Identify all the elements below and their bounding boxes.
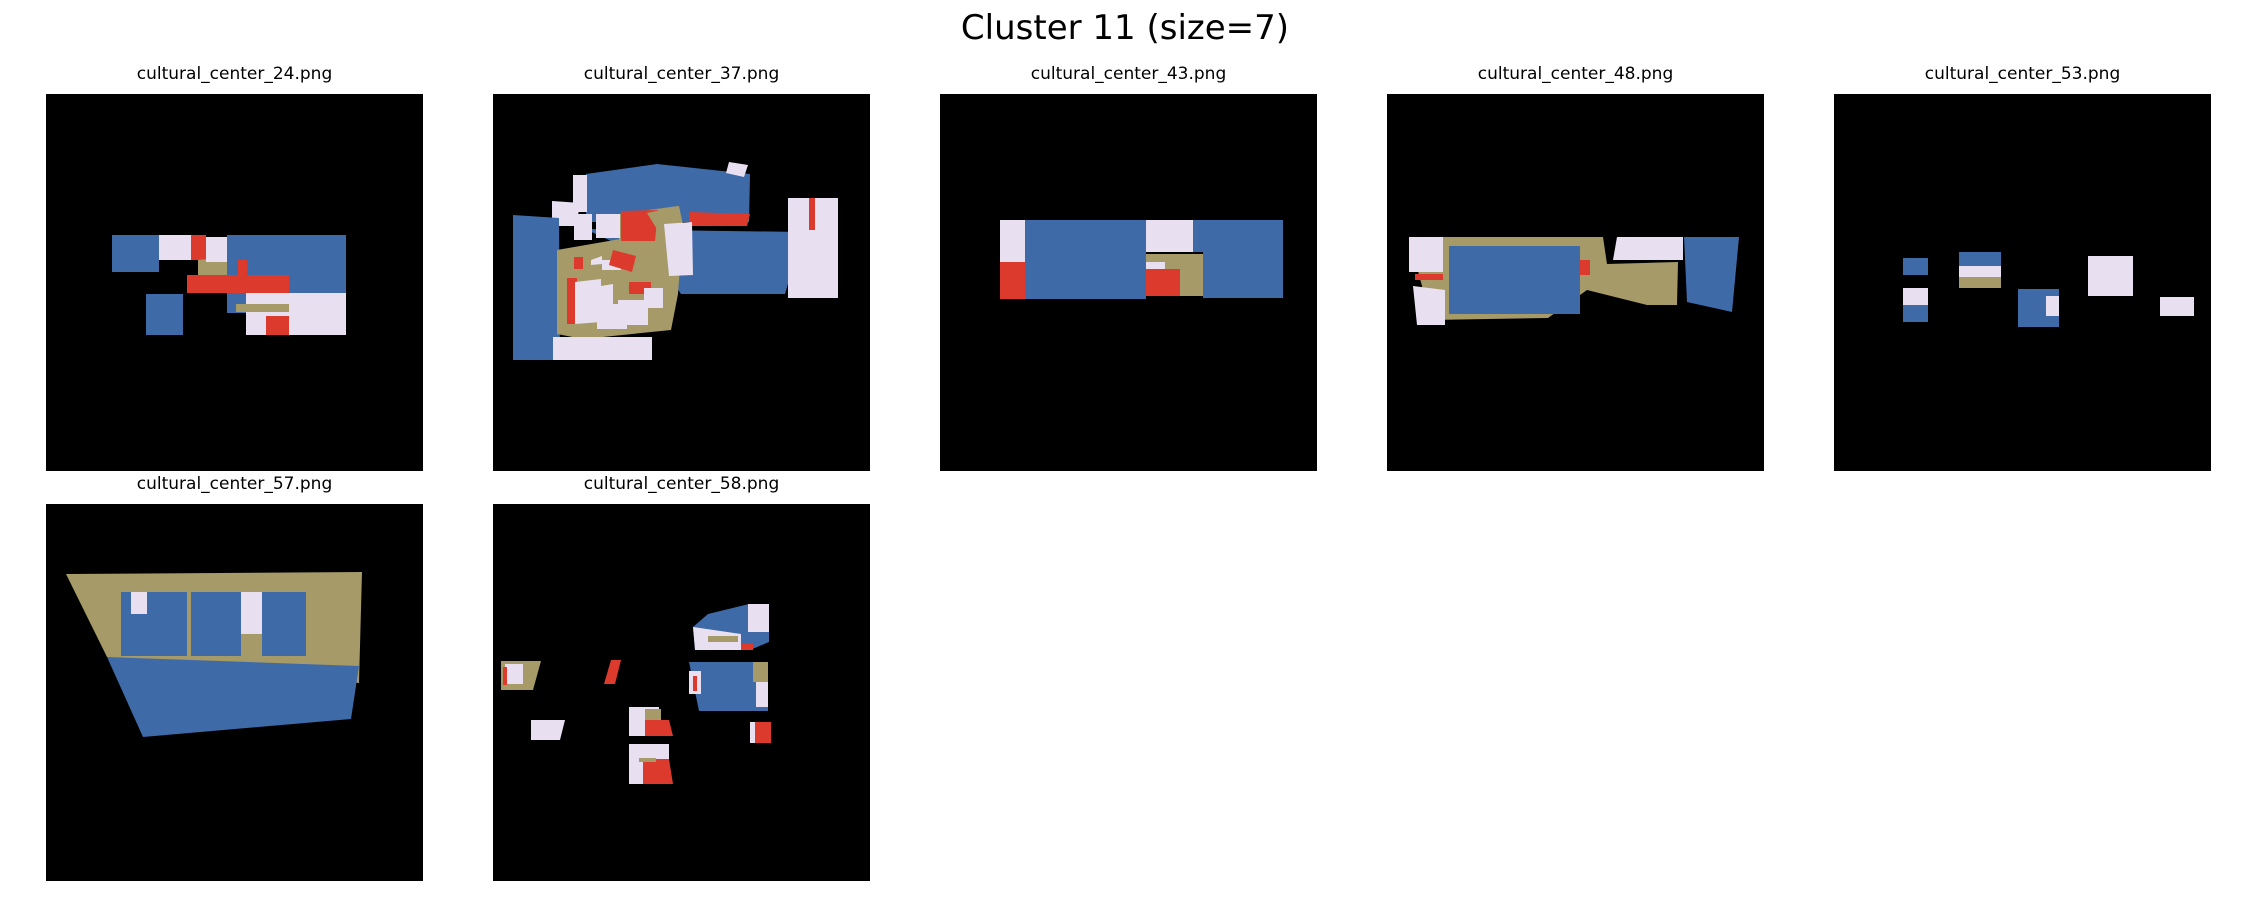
panel-filename: cultural_center_53.png xyxy=(1924,64,2121,84)
figure-title: Cluster 11 (size=7) xyxy=(960,8,1290,48)
panel-filename: cultural_center_57.png xyxy=(136,474,333,494)
floorplan-image xyxy=(1387,94,1764,471)
panel-filename: cultural_center_37.png xyxy=(583,64,780,84)
panel-filename: cultural_center_24.png xyxy=(136,64,333,84)
floorplan-image xyxy=(493,504,870,881)
panel-filename: cultural_center_58.png xyxy=(583,474,780,494)
panel-filename: cultural_center_48.png xyxy=(1477,64,1674,84)
floorplan-image xyxy=(493,94,870,471)
floorplan-image xyxy=(46,504,423,881)
floorplan-image xyxy=(1834,94,2211,471)
floorplan-image xyxy=(46,94,423,471)
floorplan-image xyxy=(940,94,1317,471)
panel-filename: cultural_center_43.png xyxy=(1030,64,1227,84)
